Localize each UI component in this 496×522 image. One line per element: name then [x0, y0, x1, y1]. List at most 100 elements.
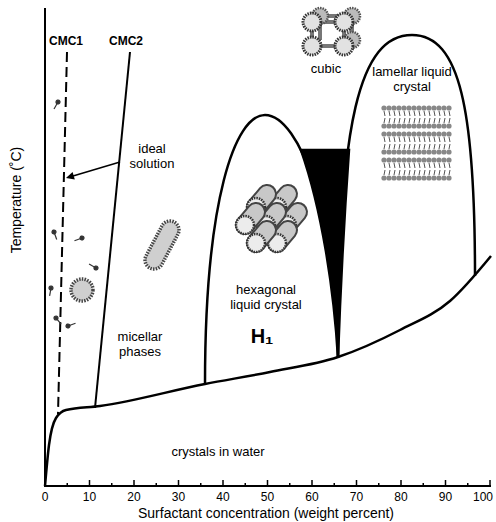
lipid-tail — [419, 163, 420, 168]
lipid-head — [446, 105, 451, 110]
axis-ticks — [45, 480, 490, 486]
bilayer — [381, 105, 451, 128]
lipid-tail — [394, 170, 395, 175]
lipid-head — [396, 157, 401, 162]
region-label: H₁ — [251, 325, 274, 348]
label-holder: 40 — [216, 491, 229, 505]
tick-label: 0 — [42, 491, 49, 505]
lipid-head — [411, 131, 416, 136]
tick-mark — [89, 480, 91, 486]
lipid-tail — [419, 137, 420, 142]
lipid-head — [406, 105, 411, 110]
tick-mark — [200, 483, 202, 486]
lipid-head — [381, 131, 386, 136]
lipid-head — [446, 157, 451, 162]
lipid-head — [416, 149, 421, 154]
lipid-tail — [449, 163, 450, 168]
lipid-head — [431, 105, 436, 110]
lipid-tail — [414, 111, 415, 116]
lipid-tail — [444, 118, 445, 123]
label-holder: 60 — [305, 491, 318, 505]
lipid-head — [421, 157, 426, 162]
lipid-head — [406, 123, 411, 128]
monomer — [48, 286, 54, 297]
lipid-head — [431, 149, 436, 154]
cylinder-end — [236, 216, 254, 234]
lipid-tail — [404, 111, 405, 116]
label-holder: 30 — [172, 491, 185, 505]
lipid-tail — [384, 111, 385, 116]
lipid-head — [426, 149, 431, 154]
micelle-sphere — [71, 279, 93, 301]
lipid-head — [401, 175, 406, 180]
lipid-tail — [394, 111, 395, 116]
lipid-head — [386, 105, 391, 110]
lipid-tail — [399, 111, 400, 116]
lipid-head — [426, 105, 431, 110]
lipid-head — [426, 131, 431, 136]
lipid-head — [441, 149, 446, 154]
lipid-tail — [419, 144, 420, 149]
label-holder: CMC1 — [49, 35, 83, 49]
lipid-tail — [404, 144, 405, 149]
rod-micelle — [142, 218, 182, 272]
axis-title: Temperature (˚C) — [8, 147, 24, 254]
lipid-tail — [394, 144, 395, 149]
lipid-tail — [439, 163, 440, 168]
tick-mark — [423, 483, 425, 486]
sphere — [303, 37, 321, 55]
lipid-tail — [434, 118, 435, 123]
label-holder: micellar phases — [109, 330, 171, 360]
cubic-front-spheres — [303, 13, 353, 55]
tick-label: 90 — [439, 491, 452, 505]
axis-title: Surfactant concentration (weight percent… — [138, 505, 394, 521]
lipid-head — [401, 157, 406, 162]
lipid-head — [431, 175, 436, 180]
lipid-tail — [449, 137, 450, 142]
monomer — [52, 99, 60, 110]
lipid-head — [416, 105, 421, 110]
text-holder: H₁ — [251, 325, 274, 348]
monomer-tail — [50, 288, 51, 296]
lipid-tail — [449, 111, 450, 116]
lipid-tail — [409, 137, 410, 142]
label-holder: 80 — [394, 491, 407, 505]
lipid-tail — [439, 111, 440, 116]
lipid-tail — [384, 163, 385, 168]
lipid-tail — [434, 144, 435, 149]
sphere — [335, 37, 353, 55]
lipid-tail — [409, 111, 410, 116]
cmc1-line — [58, 52, 67, 414]
lipid-tail — [444, 111, 445, 116]
tick-label: 30 — [172, 491, 185, 505]
lipid-tail — [419, 111, 420, 116]
lipid-head — [426, 157, 431, 162]
lipid-tail — [384, 170, 385, 175]
tick-mark — [111, 483, 113, 486]
label-holder: 50 — [261, 491, 274, 505]
lipid-head — [426, 175, 431, 180]
label-holder: 20 — [127, 491, 140, 505]
spherical-micelle — [71, 279, 93, 301]
text-holder: crystals in water — [171, 445, 264, 460]
lipid-head — [441, 175, 446, 180]
lipid-tail — [394, 118, 395, 123]
tick-mark — [467, 483, 469, 486]
lipid-head — [436, 105, 441, 110]
lipid-tail — [429, 118, 430, 123]
lipid-head — [416, 175, 421, 180]
lipid-tail — [389, 163, 390, 168]
lipid-tail — [404, 170, 405, 175]
lipid-tail — [409, 163, 410, 168]
lipid-tail — [399, 137, 400, 142]
cylinder — [247, 230, 267, 252]
lipid-tail — [434, 170, 435, 175]
cmc-label: CMC2 — [109, 35, 143, 49]
lipid-tail — [439, 137, 440, 142]
lipid-tail — [409, 144, 410, 149]
lipid-tail — [399, 163, 400, 168]
tick-label: 10 — [83, 491, 96, 505]
lipid-tail — [394, 163, 395, 168]
lipid-head — [381, 157, 386, 162]
sphere — [303, 13, 321, 31]
